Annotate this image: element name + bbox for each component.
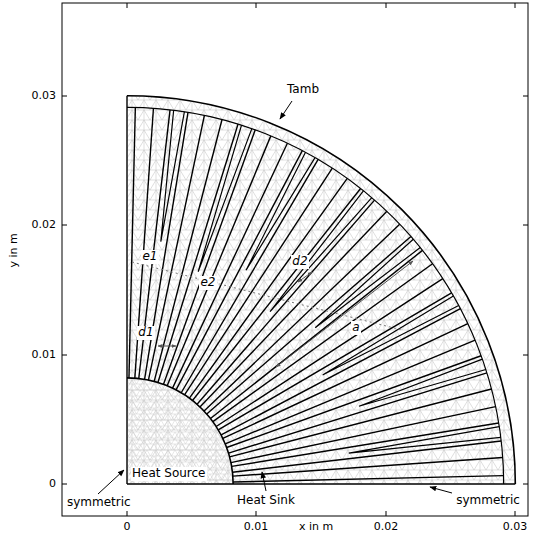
y-tick <box>62 96 67 97</box>
fin-slot <box>315 239 420 328</box>
symmetry-edge <box>126 96 127 484</box>
y-tick <box>62 355 67 356</box>
mesh <box>127 96 515 484</box>
fin-edge <box>176 151 302 390</box>
fin-edge <box>197 200 374 404</box>
fin-edge <box>173 143 288 388</box>
heat-sink-geometry <box>127 96 515 484</box>
boundary-arc <box>127 107 504 484</box>
fin-edge <box>181 159 318 392</box>
x-tick <box>256 3 257 8</box>
fin-edge <box>211 250 423 418</box>
heat-source-mesh <box>127 378 233 484</box>
fin-slot <box>161 110 185 241</box>
leader-lines <box>98 101 452 494</box>
axes-frame <box>62 3 528 516</box>
y-tick <box>523 225 528 226</box>
axis-title: x in m <box>299 521 333 534</box>
y-tick <box>523 96 528 97</box>
fin-slot <box>270 191 372 312</box>
axis-title: y in m <box>8 233 21 267</box>
y-tick <box>523 355 528 356</box>
mesh-fill <box>127 96 515 484</box>
x-tick-label: 0.02 <box>374 521 399 534</box>
y-tick-label: 0.01 <box>32 349 57 362</box>
x-tick-label: 0.03 <box>503 521 528 534</box>
y-tick <box>62 484 67 485</box>
fin-edge <box>227 356 481 448</box>
boundary-label: symmetric <box>455 494 521 508</box>
x-tick-label: 0.01 <box>244 521 269 534</box>
fin-edge <box>207 236 411 413</box>
fin-edge <box>231 407 496 463</box>
fin-edge <box>158 124 238 382</box>
y-tick <box>523 484 528 485</box>
dimension-label: e1 <box>141 250 158 264</box>
boundary-label: symmetric <box>66 496 132 510</box>
fin-edge <box>229 373 487 453</box>
fin-slot <box>323 296 459 375</box>
x-tick <box>256 511 257 516</box>
axis-ticks <box>62 3 528 516</box>
region-label: Heat Sink <box>236 494 296 508</box>
fin-edge <box>223 324 468 439</box>
dimension-label: a <box>351 321 360 335</box>
x-tick <box>386 511 387 516</box>
x-tick <box>127 3 128 8</box>
fin-edge <box>185 168 333 395</box>
fin-edge <box>232 423 499 466</box>
y-tick <box>62 225 67 226</box>
dimension-label: d1 <box>137 326 154 340</box>
fin-edge <box>221 309 460 435</box>
y-tick-label: 0.02 <box>32 219 57 232</box>
x-tick <box>515 3 516 8</box>
dimension-label: e2 <box>199 276 216 290</box>
y-tick-label: 0.03 <box>32 90 57 103</box>
fin-edge <box>216 279 443 427</box>
fin-slot <box>198 125 252 272</box>
fin-edge <box>129 107 135 377</box>
fin-edge <box>204 224 400 411</box>
fin-edge <box>233 476 503 482</box>
x-tick <box>386 3 387 8</box>
fin-edge <box>213 264 433 422</box>
dimension-label: d2 <box>291 255 308 269</box>
boundary-label: Tamb <box>286 83 320 97</box>
symmetry-edge <box>127 483 515 484</box>
fin-edge <box>167 136 271 386</box>
fin-edge <box>189 178 347 398</box>
x-tick <box>127 511 128 516</box>
boundary-arc <box>127 96 515 484</box>
fin-slot <box>349 427 501 453</box>
boundary-arc <box>127 378 233 484</box>
x-tick <box>515 511 516 516</box>
y-tick-label: 0 <box>49 478 56 491</box>
x-tick-label: 0 <box>124 521 131 534</box>
region-label: Heat Source <box>131 467 207 481</box>
